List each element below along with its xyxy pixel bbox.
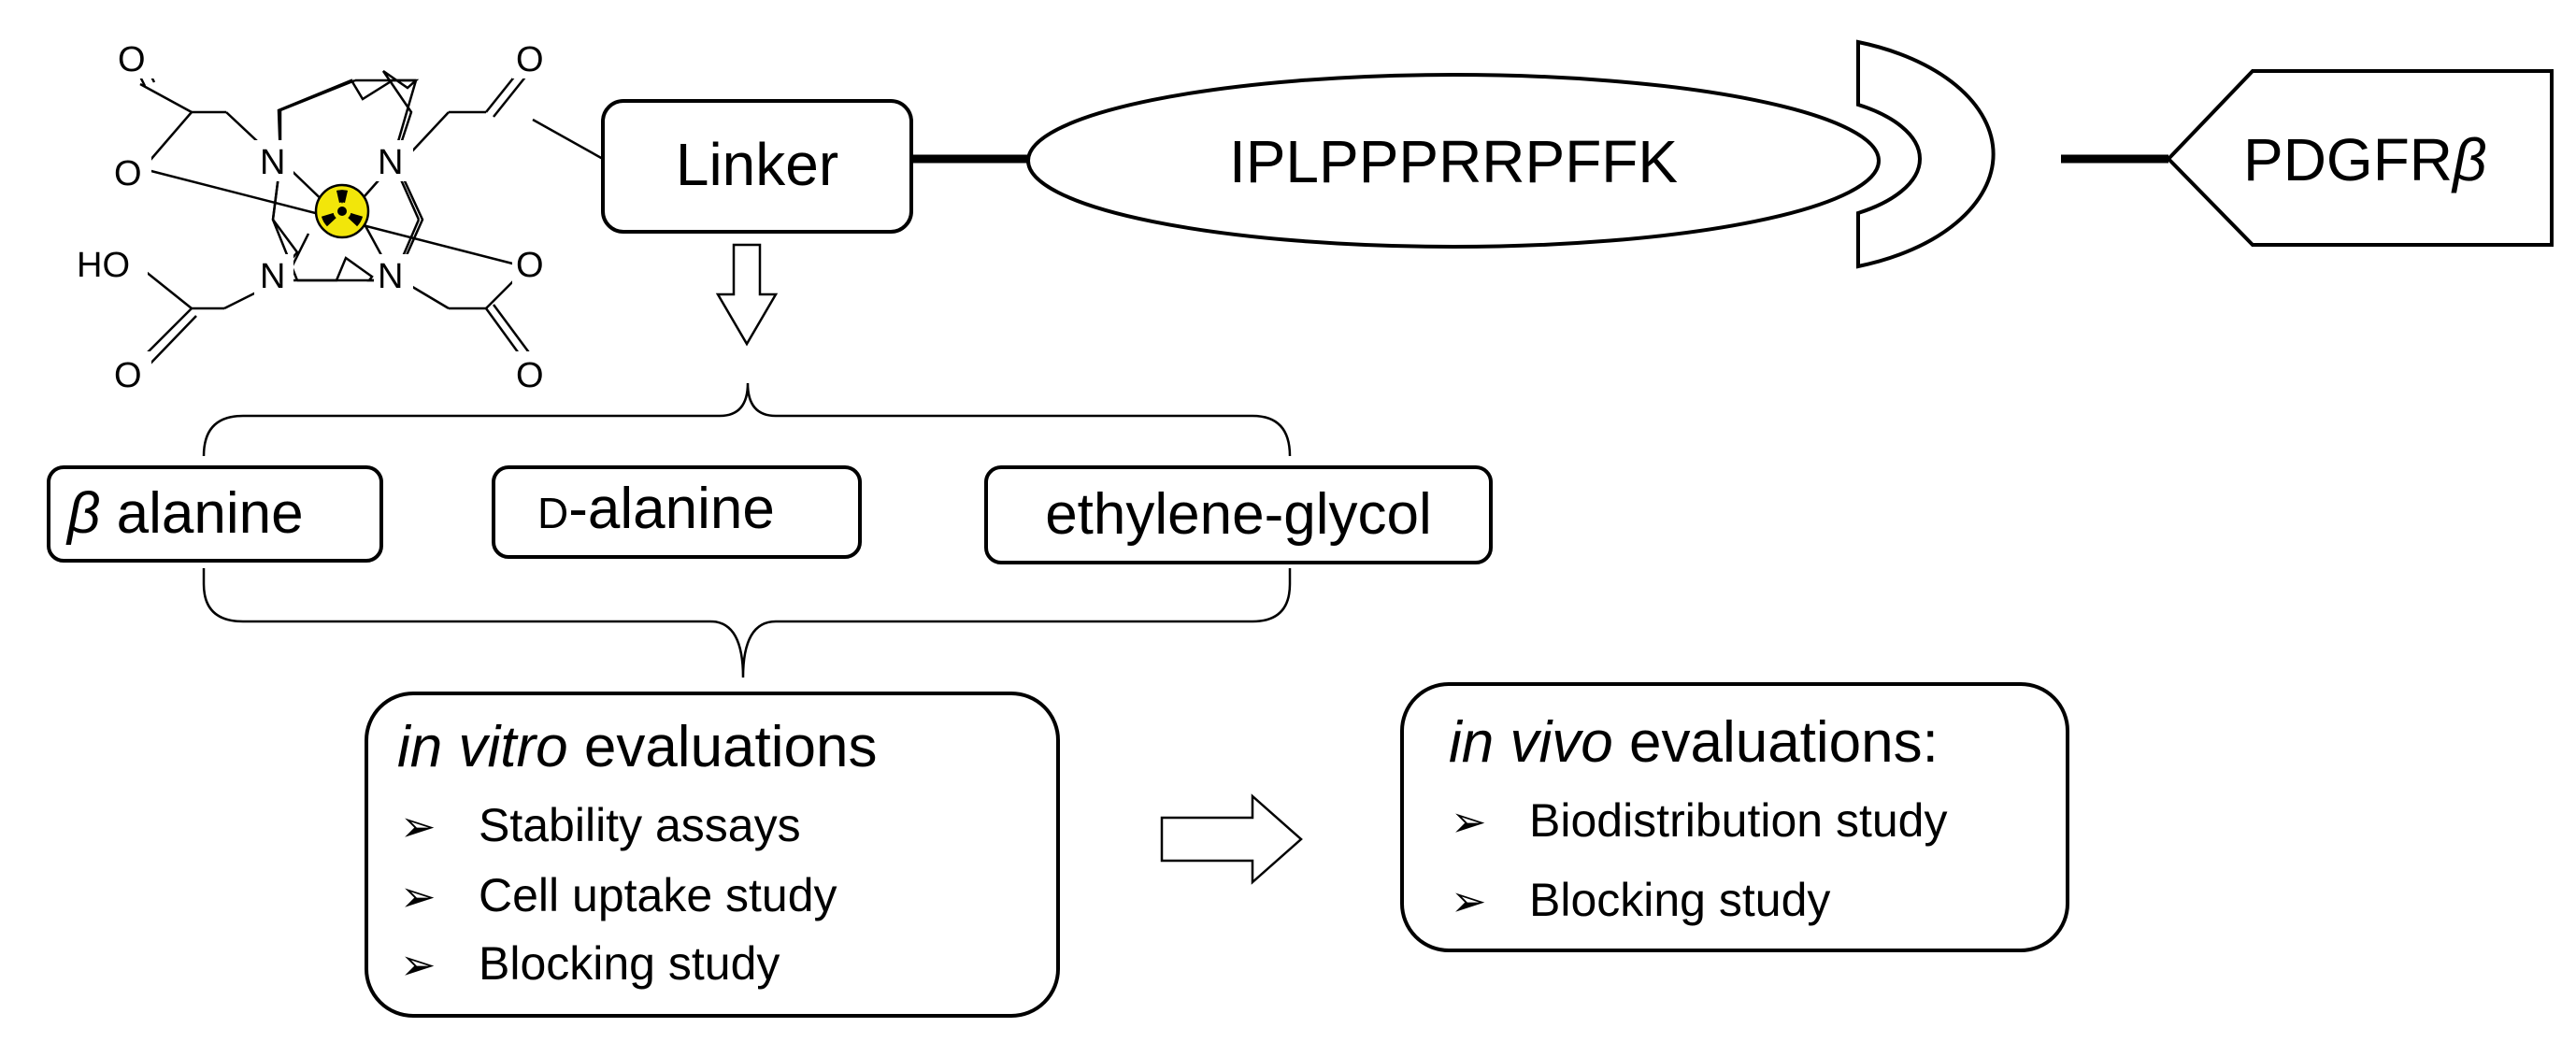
receptor-binding-cup	[1856, 39, 1996, 269]
molecule-linker-bond	[532, 118, 604, 161]
list-bullet: ➢	[1451, 877, 1487, 925]
d-alanine-box	[492, 465, 862, 559]
in-vivo-title: in vivo evaluations:	[1449, 710, 1939, 775]
linker-box	[601, 99, 913, 234]
atom-o-bottom-left: O	[114, 356, 142, 395]
in-vivo-title-italic: in vivo	[1449, 710, 1613, 775]
linker-down-arrow	[715, 243, 779, 347]
list-bullet: ➢	[1451, 797, 1487, 846]
ethylene-glycol-label: ethylene-glycol	[1045, 482, 1432, 547]
bottom-brace	[202, 568, 1292, 678]
atom-o-bottom-right: O	[516, 356, 544, 395]
in-vitro-box	[365, 692, 1060, 1018]
in-vivo-list: ➢ Biodistribution study ➢ Blocking study	[1451, 794, 1947, 926]
atom-o-top-left: O	[118, 40, 146, 79]
vitro-to-vivo-arrow	[1160, 793, 1303, 885]
atom-n-top-right: N	[378, 143, 403, 182]
beta-alanine-symbol: β	[65, 481, 100, 546]
in-vitro-list: ➢ Stability assays ➢ Cell uptake study ➢…	[400, 799, 837, 990]
atom-n-bottom-right: N	[378, 257, 403, 296]
peptide-ellipse	[1026, 73, 1881, 249]
list-item: Blocking study	[1529, 874, 1830, 926]
radiation-trefoil-icon	[314, 183, 370, 239]
atom-n-bottom-left: N	[260, 257, 285, 296]
atom-n-top-left: N	[260, 143, 285, 182]
in-vitro-title: in vitro evaluations	[397, 715, 878, 779]
atom-ho-left: HO	[77, 246, 130, 285]
list-bullet: ➢	[400, 872, 436, 920]
ethylene-glycol-box	[984, 465, 1493, 564]
atom-o-top-right: O	[516, 40, 544, 79]
atom-o-left-ring: O	[114, 154, 142, 193]
molecule-atom-labels: O O O O HO O O N N N N	[73, 36, 553, 395]
receptor-beta-symbol: β	[2451, 126, 2487, 193]
receptor-label: PDGFRβ	[2243, 126, 2487, 193]
d-alanine-prefix: D	[537, 489, 568, 537]
list-item: Cell uptake study	[479, 869, 837, 921]
receptor-pentagon	[2166, 69, 2554, 247]
list-item: Stability assays	[479, 799, 801, 851]
top-brace	[202, 382, 1292, 457]
in-vivo-box	[1400, 682, 2069, 952]
d-alanine-label: D-alanine	[537, 477, 775, 541]
list-item: Biodistribution study	[1529, 794, 1947, 847]
list-item: Blocking study	[479, 937, 780, 990]
in-vitro-title-italic: in vitro	[397, 715, 568, 779]
beta-alanine-box	[47, 465, 383, 563]
list-bullet: ➢	[400, 802, 436, 850]
beta-alanine-label: β alanine	[65, 481, 304, 546]
list-bullet: ➢	[400, 940, 436, 989]
peptide-label: IPLPPPRRPFFK	[1229, 128, 1678, 195]
linker-label: Linker	[676, 131, 838, 198]
atom-o-right-ring: O	[516, 246, 544, 285]
